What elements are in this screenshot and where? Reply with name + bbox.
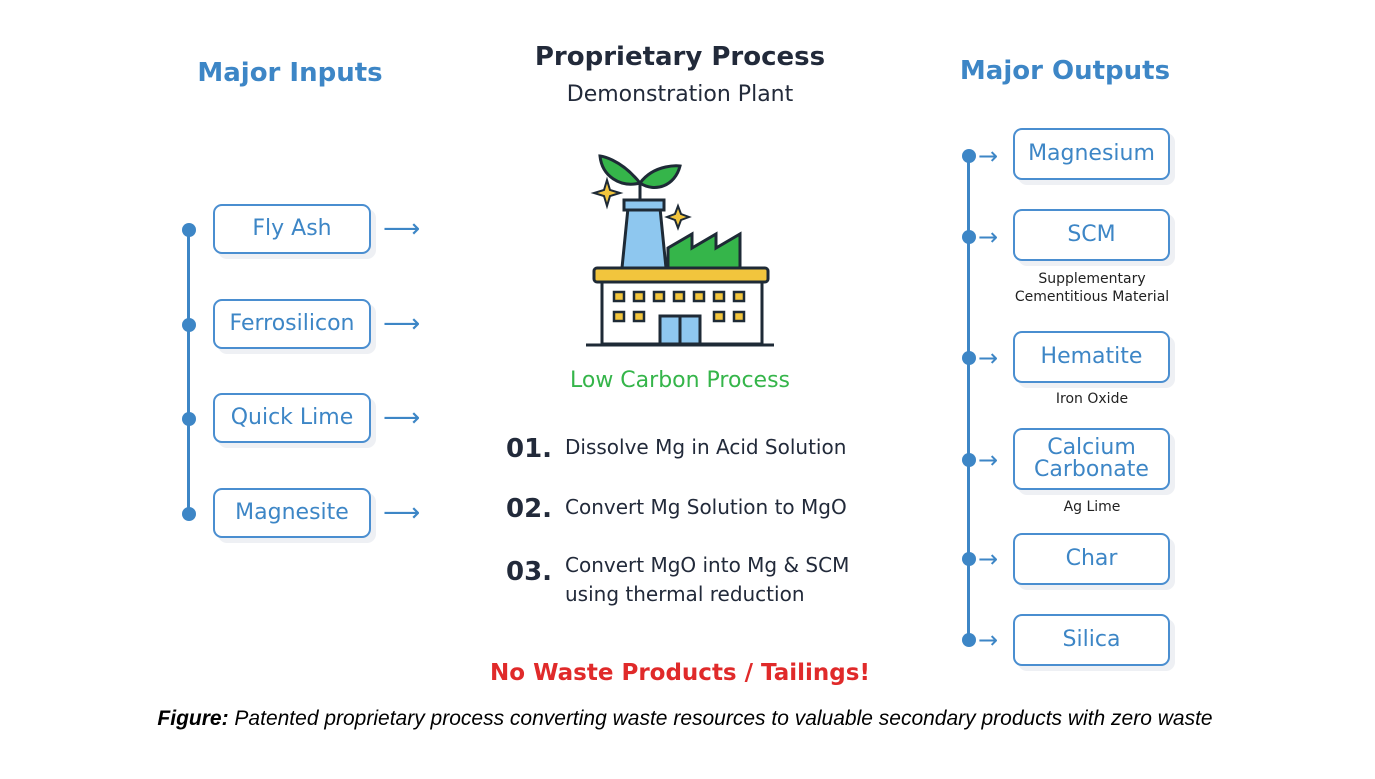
right-arrow-icon: → [978,223,999,251]
right-arrow-icon: ⟶ [383,309,421,339]
step-number: 03. [506,557,553,587]
step-text: Convert MgO into Mg & SCM using thermal … [565,553,850,606]
right-arrow-icon: → [978,626,999,654]
output-note-hematite: Iron Oxide [1055,391,1129,407]
inputs-heading: Major Inputs [197,58,383,88]
figure-caption-text: Patented proprietary process converting … [234,707,1213,730]
outputs-heading: Major Outputs [959,56,1171,86]
right-arrow-icon: ⟶ [383,214,421,244]
output-box-hematite: Hematite [1013,331,1170,383]
output-dot [962,351,976,365]
low-carbon-label: Low Carbon Process [569,368,791,393]
input-dot [182,223,196,237]
output-box-calcium-carbonate: Calcium Carbonate [1013,428,1170,490]
figure-caption-prefix: Figure: [157,707,229,730]
output-box-silica: Silica [1013,614,1170,666]
output-box-magnesium: Magnesium [1013,128,1170,180]
input-box-fly-ash: Fly Ash [213,204,371,254]
input-dot [182,412,196,426]
output-dot [962,149,976,163]
output-dot [962,230,976,244]
right-arrow-icon: → [978,344,999,372]
input-box-quick-lime: Quick Lime [213,393,371,443]
outputs-connector-line [967,156,970,640]
figure-caption: Figure: Patented proprietary process con… [110,706,1260,732]
no-waste-label: No Waste Products / Tailings! [490,660,870,686]
process-subtitle: Demonstration Plant [566,82,794,107]
output-dot [962,633,976,647]
input-dot [182,507,196,521]
output-dot [962,453,976,467]
right-arrow-icon: → [978,545,999,573]
output-note-calcium-carbonate: Ag Lime [1063,499,1121,515]
right-arrow-icon: ⟶ [383,498,421,528]
step-number: 02. [506,494,553,524]
inputs-connector-line [187,230,190,514]
step-text: Dissolve Mg in Acid Solution [565,435,847,459]
process-title: Proprietary Process [534,42,826,72]
input-box-magnesite: Magnesite [213,488,371,538]
output-box-char: Char [1013,533,1170,585]
input-box-ferrosilicon: Ferrosilicon [213,299,371,349]
output-note-scm: Supplementary Cementitious Material [1014,271,1170,305]
output-box-scm: SCM [1013,209,1170,261]
right-arrow-icon: → [978,446,999,474]
step-number: 01. [506,434,553,464]
factory-icon [586,154,774,347]
output-dot [962,552,976,566]
step-text: Convert Mg Solution to MgO [565,495,847,519]
input-dot [182,318,196,332]
right-arrow-icon: ⟶ [383,403,421,433]
right-arrow-icon: → [978,142,999,170]
